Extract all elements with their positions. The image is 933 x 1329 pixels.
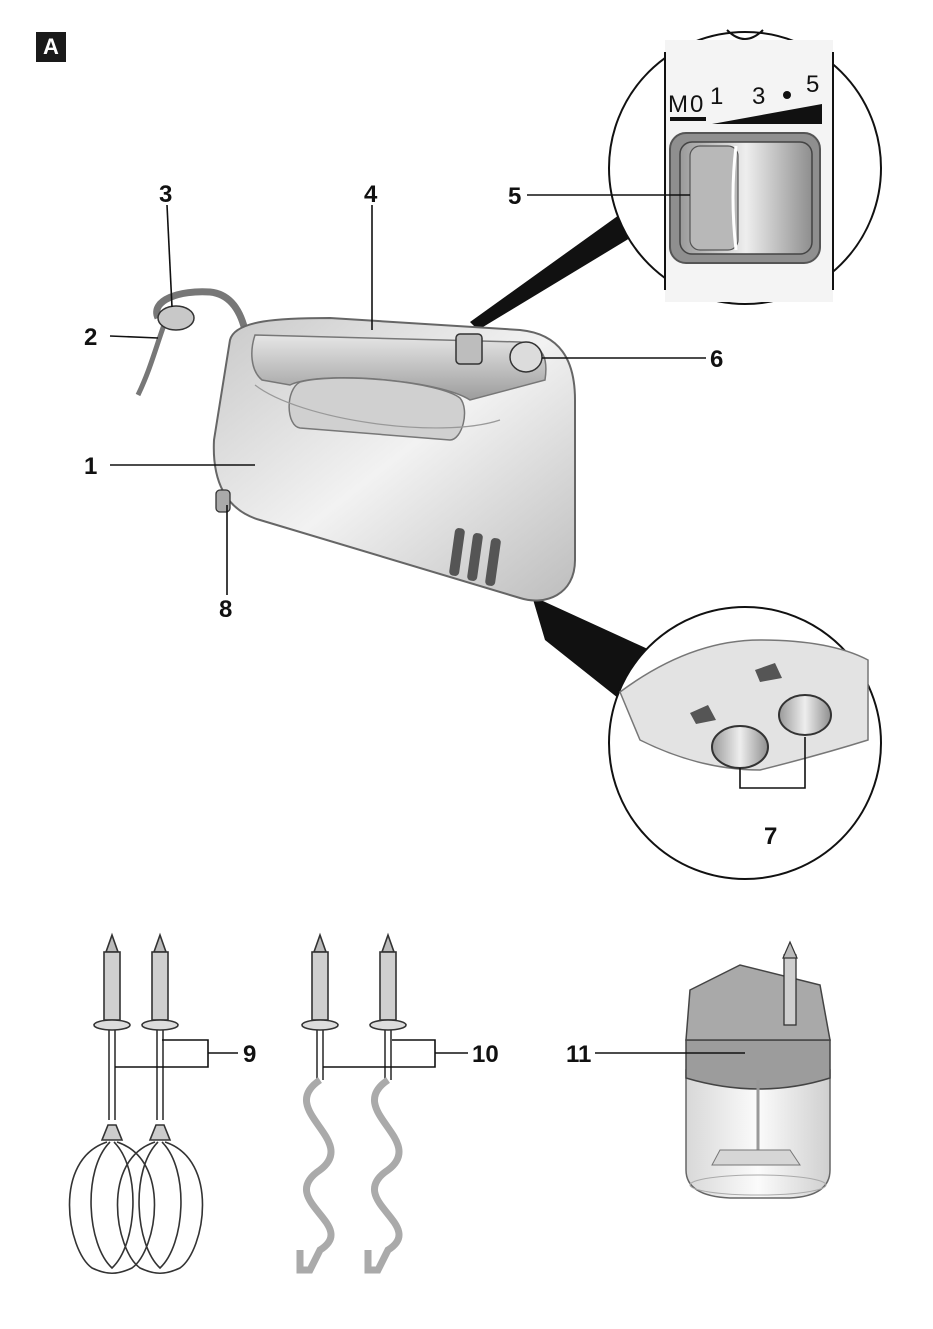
- speed-slider-knob: [690, 146, 738, 250]
- part-label-3: 3: [159, 181, 172, 208]
- figure-label: A: [36, 32, 66, 62]
- setting-m: M: [668, 91, 688, 118]
- socket-right: [779, 695, 831, 735]
- release-tab: [216, 490, 230, 512]
- part-label-10: 10: [472, 1041, 499, 1068]
- cord-clip: [158, 306, 194, 330]
- setting-0: 0: [690, 91, 703, 118]
- underside-detail-callout: [532, 596, 881, 879]
- part-label-11: 11: [566, 1041, 591, 1068]
- speed-switch: [456, 334, 482, 364]
- callout-wedge: [470, 210, 640, 330]
- eject-button: [510, 342, 542, 372]
- part-label-5: 5: [508, 183, 521, 210]
- part-label-8: 8: [219, 596, 232, 623]
- part-label-7: 7: [764, 823, 777, 850]
- part-label-2: 2: [84, 324, 97, 351]
- dough-hooks: [300, 935, 468, 1270]
- hand-mixer: [138, 292, 575, 601]
- whisks: [70, 935, 239, 1273]
- part-label-9: 9: [243, 1041, 256, 1068]
- chopper-attachment: [595, 942, 830, 1198]
- part-label-1: 1: [84, 453, 97, 480]
- setting-3: 3: [752, 83, 765, 110]
- socket-left: [712, 726, 768, 768]
- setting-5: 5: [806, 71, 819, 98]
- switch-detail-callout: M 0 1 3 5: [470, 30, 881, 330]
- part-label-4: 4: [364, 181, 378, 208]
- part-label-6: 6: [710, 346, 723, 373]
- setting-1: 1: [710, 83, 723, 110]
